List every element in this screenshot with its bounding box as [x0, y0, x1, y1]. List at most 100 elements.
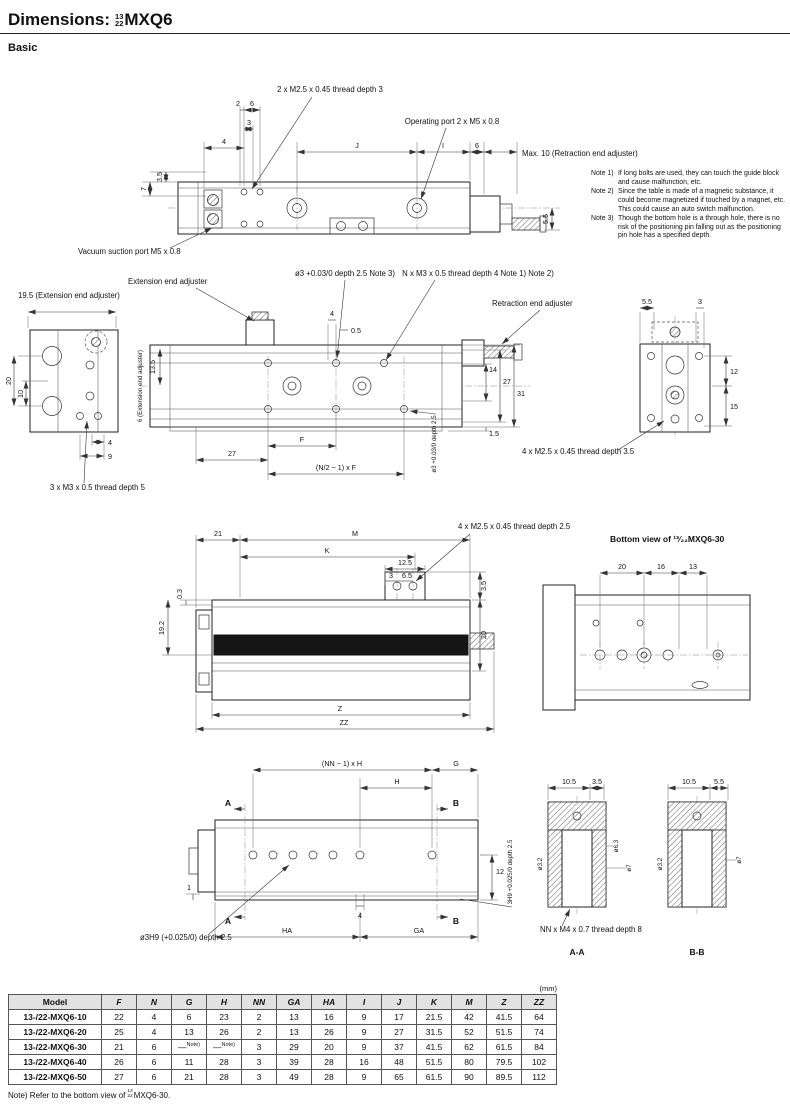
- table-row: 13-/22-MXQ6-40 26 6 11 28 3 39 28 16 48 …: [8, 1054, 557, 1070]
- subtitle-basic: Basic: [8, 42, 38, 54]
- dim-1-5: 1.5: [489, 429, 499, 438]
- cell-Z: 61.5: [486, 1039, 522, 1055]
- footnote-frac-num: 13: [127, 1089, 133, 1094]
- dim-15-end: 15: [730, 402, 738, 411]
- cell-GA: 29: [276, 1039, 312, 1055]
- note-1-text: If long bolts are used, they can touch t…: [618, 170, 779, 186]
- dim-G: G: [453, 759, 459, 768]
- col-header-K: K: [416, 994, 452, 1010]
- model-cell: 13-/22-MXQ6-40: [8, 1054, 102, 1070]
- dim-aa-3-5: 3.5: [592, 777, 602, 786]
- dimension-table-section: (mm) Model F N G H NN GA HA I J K M Z Z: [8, 984, 557, 1100]
- cell-HA: 26: [311, 1024, 347, 1040]
- dim-1: 1: [187, 883, 191, 892]
- col-header-M: M: [451, 994, 487, 1010]
- model-cell: 13-/22-MXQ6-50: [8, 1069, 102, 1085]
- col-header-NN: NN: [241, 994, 277, 1010]
- table-header-row: Model F N G H NN GA HA I J K M Z ZZ: [8, 994, 557, 1010]
- table-row: 13-/22-MXQ6-20 25 4 13 26 2 13 26 9 27 3…: [8, 1024, 557, 1040]
- table-row: 13-/22-MXQ6-30 21 6 —Note) —Note) 3 29 2…: [8, 1039, 557, 1055]
- cell-ZZ: 84: [521, 1039, 557, 1055]
- section-title-bb: B-B: [689, 947, 704, 957]
- title-prefix: Dimensions:: [8, 10, 111, 29]
- cell-G: 6: [171, 1009, 207, 1025]
- cell-M: 90: [451, 1069, 487, 1085]
- cell-K: 31.5: [416, 1024, 452, 1040]
- label-bb-phi3-2: ø3.2: [657, 857, 664, 870]
- model-cell: 13-/22-MXQ6-10: [8, 1009, 102, 1025]
- side-view-dimensions: [11, 279, 732, 484]
- dim-12: 12: [496, 867, 504, 876]
- note-2: Note 2)Since the table is made of a magn…: [591, 188, 788, 214]
- footnote-suffix: MXQ6-30.: [133, 1090, 171, 1100]
- section-title-aa: A-A: [569, 947, 584, 957]
- cell-M: 80: [451, 1054, 487, 1070]
- dim-10: 10: [16, 390, 25, 398]
- col-header-GA: GA: [276, 994, 312, 1010]
- section-view-drawing: (NN − 1) x H G H A A B B 12 3H9 +0.025/0…: [140, 759, 743, 957]
- cell-H-note: Note): [221, 1042, 235, 1049]
- cell-J: 37: [381, 1039, 417, 1055]
- cell-NN: 3: [241, 1054, 277, 1070]
- label-bb-phi7: ø7: [736, 856, 743, 864]
- dim-0-5: 0.5: [351, 326, 361, 335]
- dim-19-2: 19.2: [157, 621, 166, 635]
- cell-G-dash: —: [178, 1042, 187, 1052]
- col-header-Z: Z: [486, 994, 522, 1010]
- note-1-label: Note 1): [591, 170, 614, 177]
- dim-GA: GA: [414, 926, 425, 935]
- title-model: MXQ6: [124, 10, 173, 29]
- note-3: Note 3)Though the bottom hole is a throu…: [591, 215, 788, 241]
- label-nn-m4-thread: NN x M4 x 0.7 thread depth 8: [540, 925, 642, 934]
- cell-ZZ: 112: [521, 1069, 557, 1085]
- dim-M: M: [352, 529, 358, 538]
- dim-14: 14: [489, 365, 497, 374]
- notes-block: Note 1) If long bolts are used, they can …: [591, 170, 788, 242]
- label-4-m25-depth25: 4 x M2.5 x 0.45 thread depth 2.5: [458, 522, 571, 531]
- dim-n2-1-f: (N/2 − 1) x F: [316, 463, 357, 472]
- cell-ZZ: 102: [521, 1054, 557, 1070]
- label-phi3-depth: ø3 +0.03/0 depth 2.5 Note 3): [295, 269, 395, 278]
- dim-bv-13: 13: [689, 562, 697, 571]
- label-3-m3-thread: 3 x M3 x 0.5 thread depth 5: [50, 483, 146, 492]
- label-thread-depth3: 2 x M2.5 x 0.45 thread depth 3: [277, 85, 383, 94]
- dim-bb-10-5: 10.5: [682, 777, 696, 786]
- top-view-labels: 2 x M2.5 x 0.45 thread depth 3 Operating…: [78, 85, 638, 256]
- cell-HA: 28: [311, 1054, 347, 1070]
- section-mark-a-bottom: A: [225, 916, 231, 926]
- dim-bv-20: 20: [618, 562, 626, 571]
- dim-bb-5-5: 5.5: [714, 777, 724, 786]
- label-max10-retraction: Max. 10 (Retraction end adjuster): [522, 149, 638, 158]
- cell-F: 22: [101, 1009, 137, 1025]
- model-cell: 13-/22-MXQ6-30: [8, 1039, 102, 1055]
- cell-NN: 3: [241, 1039, 277, 1055]
- cell-K: 41.5: [416, 1039, 452, 1055]
- cell-H: —Note): [206, 1039, 242, 1055]
- cell-K: 61.5: [416, 1069, 452, 1085]
- cell-J: 65: [381, 1069, 417, 1085]
- side-view-labels: 19.5 (Extension end adjuster) Extension …: [4, 269, 738, 492]
- cell-G-note: Note): [186, 1042, 200, 1049]
- bottom-profile-labels: 21 M K 12.5 3 6.5 4 x M2.5 x 0.45 thread…: [157, 522, 725, 727]
- dim-0-3: 0.3: [175, 589, 184, 599]
- cell-HA: 20: [311, 1039, 347, 1055]
- cell-I: 16: [346, 1054, 382, 1070]
- dim-3-5: 3.5: [479, 581, 488, 591]
- cell-NN: 2: [241, 1024, 277, 1040]
- cell-HA: 28: [311, 1069, 347, 1085]
- cell-K: 21.5: [416, 1009, 452, 1025]
- dim-4a: 4: [108, 438, 112, 447]
- dim-ZZ: ZZ: [340, 718, 349, 727]
- bottom-view-title: Bottom view of ¹³⁄₂₂MXQ6-30: [610, 534, 725, 544]
- cell-HA: 16: [311, 1009, 347, 1025]
- fraction-numerator: 13: [115, 11, 124, 21]
- unit-label: (mm): [539, 984, 558, 993]
- dim-3: 3: [389, 571, 393, 580]
- cell-G: 11: [171, 1054, 207, 1070]
- cell-F: 26: [101, 1054, 137, 1070]
- label-retraction-adjuster: Retraction end adjuster: [492, 299, 573, 308]
